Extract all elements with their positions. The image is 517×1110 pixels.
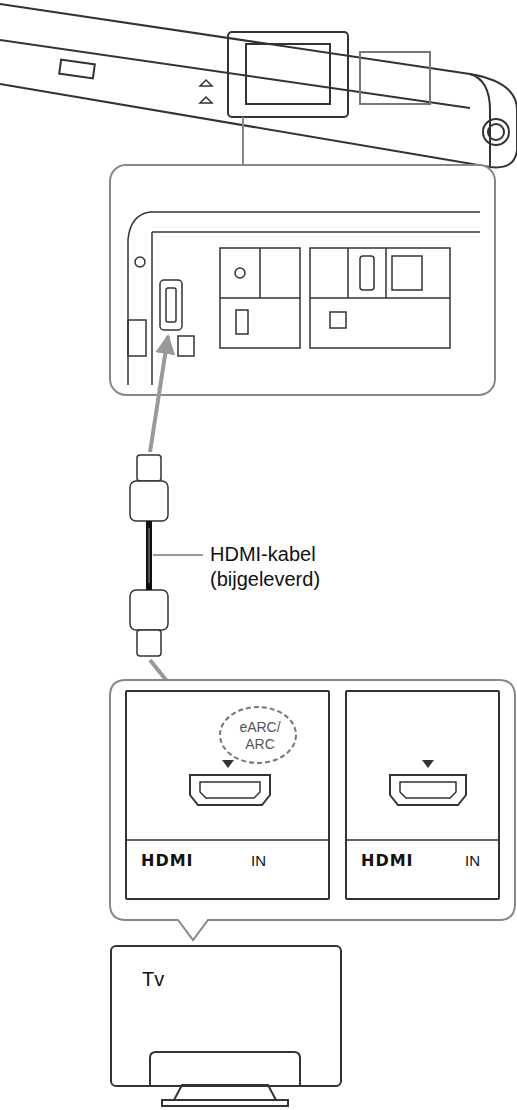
rect-shape: [160, 280, 182, 330]
hdmi-logo: HDMI: [361, 852, 414, 870]
soundbar: [0, 4, 517, 167]
path-shape: [151, 232, 153, 385]
tv-screen: Tv: [110, 945, 342, 1087]
ellipse-shape: [220, 707, 296, 763]
circle-shape: [135, 257, 145, 267]
rect-shape: [246, 44, 330, 104]
port-panel-zoom: [110, 165, 495, 395]
hdmi-port-cell: HDMI IN: [345, 690, 500, 900]
path-shape: [200, 80, 212, 103]
hdmi-logo: HDMI: [141, 852, 194, 870]
circle-shape: [483, 119, 509, 145]
path-shape: [242, 117, 244, 165]
path-shape: [110, 680, 515, 940]
rect-shape: [166, 288, 176, 322]
device-name: Tv: [142, 967, 164, 991]
path-shape: [200, 782, 260, 798]
leader-line: [153, 554, 203, 556]
path-shape: [174, 1085, 276, 1100]
rect-shape: [137, 455, 161, 481]
path-shape: [152, 231, 480, 233]
path-shape: [0, 40, 470, 108]
path-shape: [150, 336, 168, 452]
circle-shape: [488, 124, 504, 140]
rect-shape: [128, 320, 146, 356]
path-shape: [422, 760, 434, 768]
hdmi-port-cell: eARC/ ARC HDMI IN: [125, 690, 330, 900]
path-shape: [125, 839, 500, 841]
path-shape: [400, 782, 456, 798]
rect-shape: [228, 32, 348, 117]
path-shape: [310, 248, 450, 298]
rect-shape: [110, 165, 495, 395]
path-shape: [0, 4, 517, 167]
rect-shape: [178, 336, 194, 356]
rect-shape: [236, 310, 248, 334]
path-shape: [150, 1052, 300, 1085]
rect-shape: [220, 248, 300, 348]
rect-shape: [59, 60, 95, 79]
path-shape: [390, 775, 466, 805]
path-shape: [190, 775, 270, 805]
path-shape: [470, 74, 490, 166]
rect-shape: [392, 256, 422, 290]
rect-shape: [360, 256, 374, 290]
path-shape: [220, 248, 300, 298]
rect-shape: [310, 248, 450, 348]
port-tag: eARC/ ARC: [224, 719, 296, 753]
tv-stand: [150, 1052, 300, 1106]
rect-shape: [360, 52, 430, 104]
circle-shape: [235, 268, 245, 278]
rect-shape: [330, 312, 346, 328]
path-shape: [162, 1100, 288, 1106]
cable-label: HDMI-kabel (bijgeleverd): [210, 542, 370, 592]
port-name: IN: [251, 852, 266, 870]
rect-shape: [137, 630, 161, 656]
rect-shape: [130, 481, 168, 521]
path-shape: [222, 760, 234, 768]
path-shape: [148, 528, 150, 583]
tv-panel-zoom: [110, 680, 515, 940]
port-name: IN: [465, 852, 480, 870]
rect-shape: [130, 590, 168, 630]
path-shape: [146, 521, 152, 590]
path-shape: [128, 212, 480, 385]
